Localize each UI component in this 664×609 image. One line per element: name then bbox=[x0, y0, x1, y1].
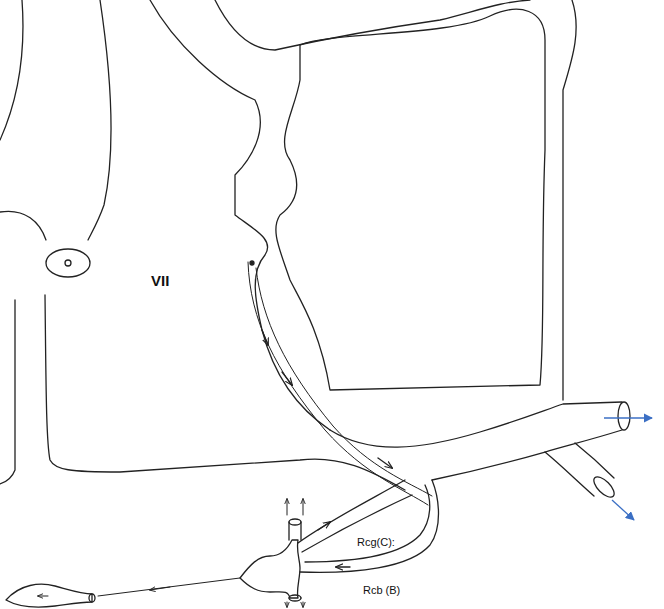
trunk-direction-arrow bbox=[287, 602, 288, 607]
ramus-label: Rcb (B) bbox=[362, 580, 401, 598]
nerve-branch-edge bbox=[545, 452, 594, 496]
fibre-direction-arrow bbox=[282, 372, 292, 385]
outflow-arrow bbox=[612, 500, 634, 520]
fibre-direction-arrow bbox=[38, 596, 48, 597]
spinal-nerve-upper-edge bbox=[330, 402, 622, 447]
preganglionic-fibre bbox=[256, 268, 432, 496]
contralateral-horn-outline bbox=[0, 0, 23, 140]
dorsal-horn-outline bbox=[88, 0, 111, 240]
fibre-direction-arrow bbox=[378, 458, 392, 468]
white-ramus-edge bbox=[300, 480, 439, 572]
grey-commissure-outline bbox=[0, 211, 46, 240]
spinal-nerve-lower-edge bbox=[432, 430, 622, 480]
nerve-branch-cut-end bbox=[591, 474, 618, 501]
label-text: Rcg(C): bbox=[356, 536, 396, 548]
fibre-direction-arrow bbox=[318, 522, 330, 530]
sympathetic-trunk bbox=[289, 597, 301, 598]
paravertebral-ganglion bbox=[240, 540, 300, 598]
trunk-cut-end bbox=[289, 519, 301, 525]
fibre-direction-arrow bbox=[336, 566, 350, 567]
ventral-cord-outline bbox=[45, 295, 405, 490]
trunk-direction-arrow bbox=[287, 499, 288, 515]
trunk-cut-end bbox=[289, 595, 301, 601]
nerve-branch-edge bbox=[575, 443, 614, 478]
spinal-nerve-cut-end bbox=[618, 402, 630, 430]
cord-lateral-outline bbox=[563, 0, 576, 400]
prevertebral-ganglion bbox=[6, 584, 92, 607]
ganglion-cut-end bbox=[89, 594, 95, 602]
trunk-direction-arrow bbox=[303, 602, 304, 607]
fibre-direction-arrow bbox=[150, 587, 170, 590]
white-matter-region bbox=[276, 9, 545, 390]
fibre-direction-arrow bbox=[262, 330, 268, 345]
trunk-direction-arrow bbox=[303, 499, 304, 515]
white-ramus-edge bbox=[305, 485, 430, 562]
central-canal-lumen bbox=[65, 260, 71, 266]
dorsal-root-outline bbox=[215, 0, 530, 50]
grey-matter-border bbox=[150, 0, 330, 430]
preganglionic-fibre bbox=[248, 262, 428, 505]
splanchnic-fibre bbox=[98, 578, 240, 596]
label-text: VII bbox=[150, 272, 170, 289]
lamina-label: VII bbox=[150, 272, 170, 290]
gray-ramus-edge bbox=[302, 495, 412, 552]
ramus-label: Rcg(C): bbox=[356, 532, 396, 550]
central-canal bbox=[46, 249, 90, 277]
neuron-soma bbox=[250, 261, 254, 265]
label-text: Rcb (B) bbox=[362, 584, 401, 596]
anterior-fissure-outline bbox=[0, 300, 15, 484]
gray-ramus-edge bbox=[298, 480, 405, 543]
outflow-arrow bbox=[604, 417, 652, 418]
